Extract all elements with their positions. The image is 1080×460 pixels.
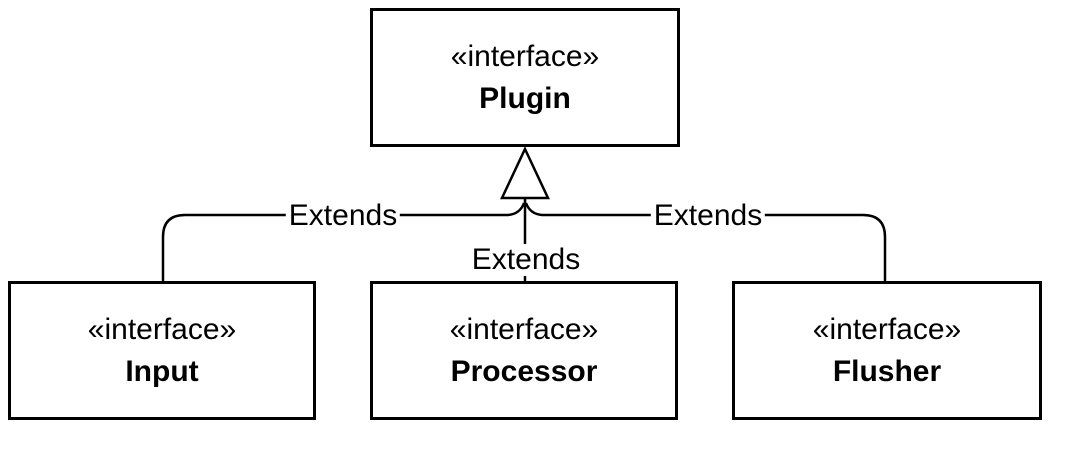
flusher-name: Flusher [832,354,942,388]
input-stereotype: «interface» [87,312,237,346]
input-name: Input [125,354,199,388]
plugin-stereotype: «interface» [450,39,600,73]
node-flusher: «interface» Flusher [732,281,1042,420]
edge-label-input-extends: Extends [285,200,401,232]
node-processor: «interface» Processor [370,281,678,420]
edge-label-flusher-extends: Extends [650,200,766,232]
edge-label-processor-extends: Extends [468,244,584,276]
edge-flusher-to-plugin [524,202,887,281]
node-plugin: «interface» Plugin [370,8,680,147]
generalization-arrowhead [500,146,550,200]
node-input: «interface» Input [8,281,316,420]
plugin-name: Plugin [479,81,571,115]
flusher-stereotype: «interface» [812,312,962,346]
processor-name: Processor [450,354,598,388]
edge-input-to-plugin [161,202,526,281]
processor-stereotype: «interface» [449,312,599,346]
